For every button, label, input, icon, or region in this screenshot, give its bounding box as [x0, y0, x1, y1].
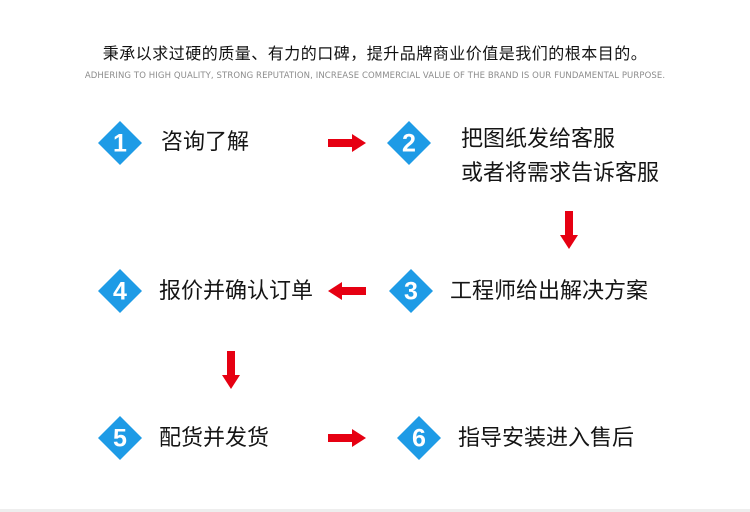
step-4-number: 4	[113, 278, 127, 306]
step-1-badge: 1	[97, 120, 143, 166]
step-2-text-line-2: 或者将需求告诉客服	[461, 161, 660, 186]
step-4-badge: 4	[97, 268, 143, 314]
step-6-text: 指导安装进入售后	[458, 426, 635, 451]
step-1-text: 咨询了解	[161, 130, 250, 155]
step-2-badge: 2	[386, 120, 432, 166]
arrow-down-icon	[560, 211, 578, 249]
step-2-text-line-1: 把图纸发给客服	[461, 127, 616, 152]
step-3-badge: 3	[388, 268, 434, 314]
step-6-badge: 6	[396, 415, 442, 461]
step-5-badge: 5	[97, 415, 143, 461]
headline: 秉承以求过硬的质量、有力的口碑，提升品牌商业价值是我们的根本目的。	[102, 44, 648, 63]
subline: ADHERING TO HIGH QUALITY, STRONG REPUTAT…	[84, 71, 666, 81]
arrow-right-icon	[328, 134, 366, 152]
step-6-number: 6	[412, 425, 426, 453]
step-3-text: 工程师给出解决方案	[450, 279, 649, 304]
step-3-number: 3	[404, 278, 418, 306]
arrow-down-icon	[222, 351, 240, 389]
arrow-left-icon	[328, 282, 366, 300]
step-2-number: 2	[402, 130, 416, 158]
step-1-number: 1	[113, 130, 127, 158]
bottom-divider	[0, 509, 750, 512]
arrow-right-icon	[328, 429, 366, 447]
step-5-number: 5	[113, 425, 127, 453]
step-4-text: 报价并确认订单	[159, 279, 314, 304]
step-5-text: 配货并发货	[159, 426, 270, 451]
